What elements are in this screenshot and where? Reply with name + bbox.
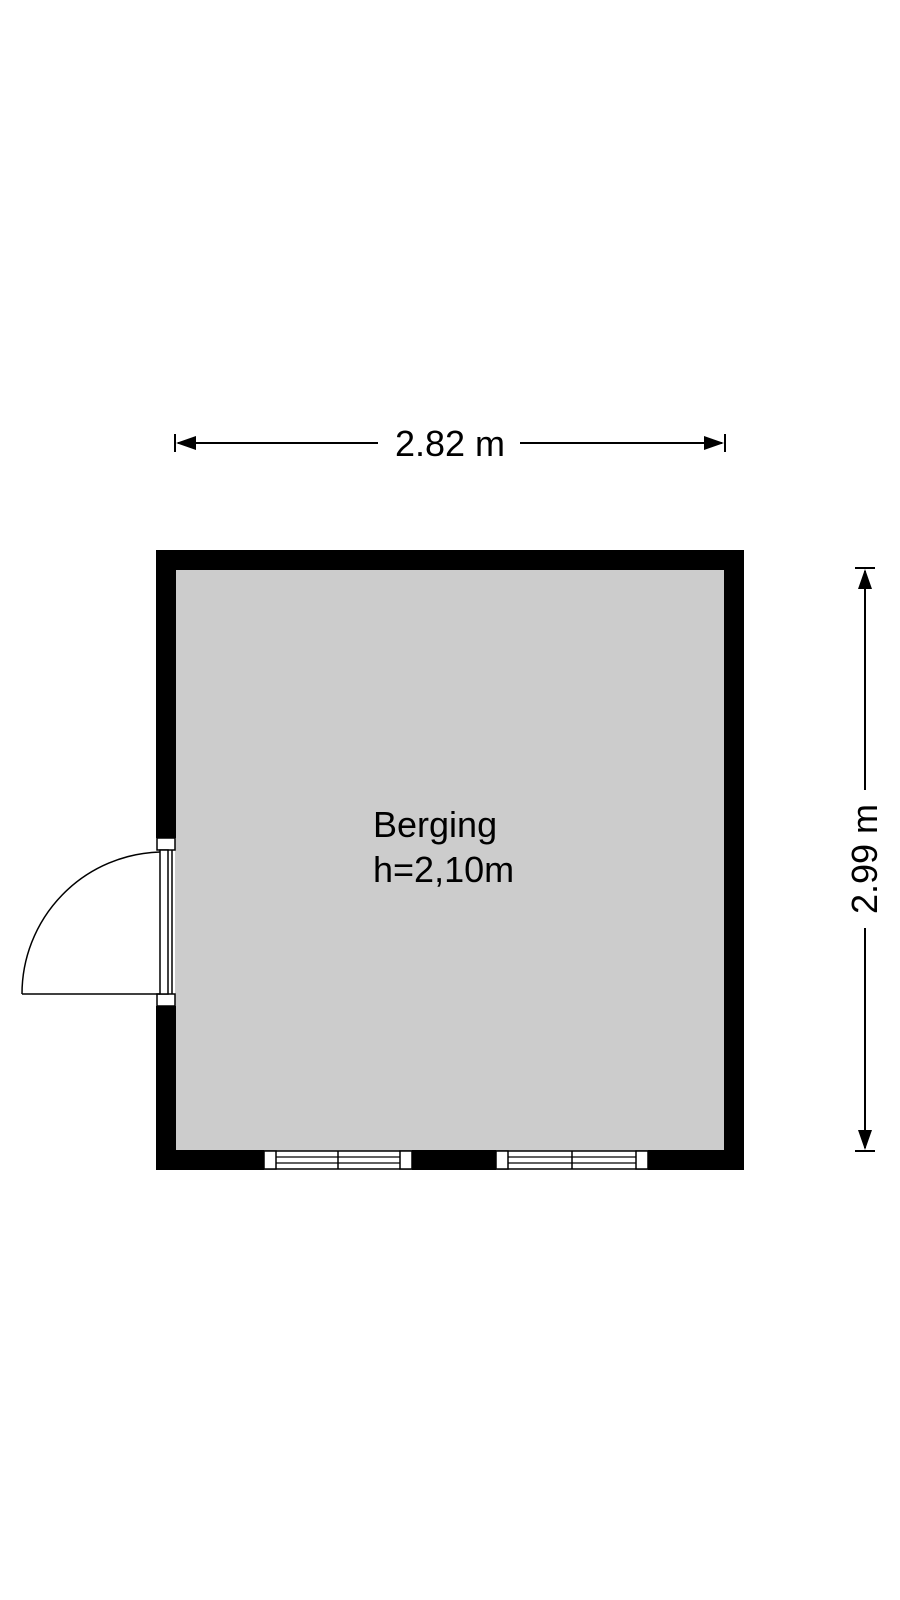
walls [156, 550, 744, 1170]
door-swing-arc [21, 851, 161, 995]
width-arrow-right [704, 436, 724, 450]
depth-dimension: 2.99 m [844, 567, 885, 1152]
window-bottom-right [495, 1150, 649, 1170]
door-left [21, 837, 176, 1007]
window-bottom-left [263, 1150, 413, 1170]
wall-bottom-middle [412, 1150, 496, 1170]
window-1-jamb-left [263, 1150, 277, 1170]
depth-arrow-bottom [858, 1130, 872, 1150]
wall-left-lower [156, 1006, 176, 1170]
window-2-jamb-left [495, 1150, 509, 1170]
width-label: 2.82 m [395, 423, 505, 464]
room-label: Berging h=2,10m [373, 804, 514, 890]
width-arrow-left [176, 436, 196, 450]
room-name: Berging [373, 804, 497, 845]
width-dimension: 2.82 m [174, 423, 726, 464]
depth-arrow-top [858, 569, 872, 589]
wall-left-upper [156, 550, 176, 838]
depth-label: 2.99 m [844, 804, 885, 914]
wall-right [724, 550, 744, 1170]
door-frame-top [156, 837, 176, 851]
wall-bottom-left [156, 1150, 264, 1170]
room-height: h=2,10m [373, 849, 514, 890]
room-floor [175, 568, 725, 1151]
wall-top [156, 550, 744, 570]
window-1-jamb-right [399, 1150, 413, 1170]
wall-bottom-right [648, 1150, 744, 1170]
door-leaf [159, 849, 169, 995]
window-2-jamb-right [635, 1150, 649, 1170]
door-frame-bottom [156, 993, 176, 1007]
